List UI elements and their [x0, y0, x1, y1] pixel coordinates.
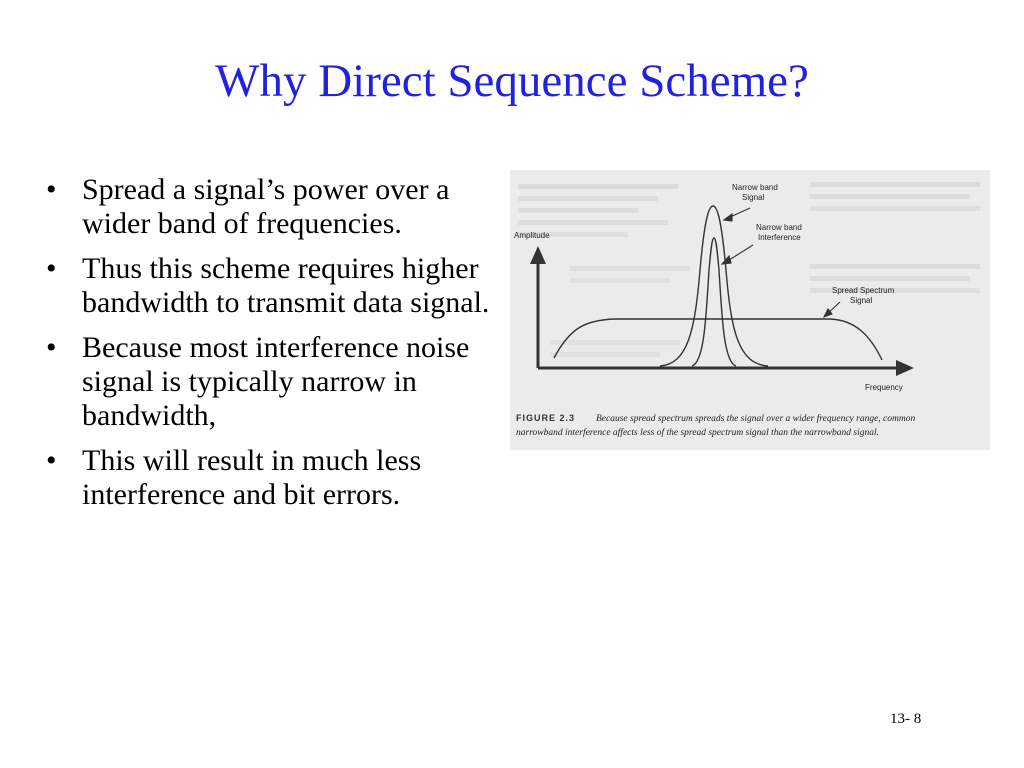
label-pointers [720, 207, 841, 319]
figure-caption-number: FIGURE 2.3 [516, 413, 575, 423]
narrowband-signal-label-line2: Signal [742, 193, 764, 202]
bullet-dot-icon: • [46, 444, 57, 477]
interference-label-line2: Interference [758, 233, 801, 242]
narrowband-interference-curve [691, 237, 737, 367]
bullet-dot-icon: • [46, 331, 57, 364]
bullet-dot-icon: • [46, 252, 57, 285]
spread-spectrum-figure: Amplitude Frequency Narrow band Signal N… [510, 170, 990, 450]
spread-spectrum-curve [553, 318, 883, 361]
slide-title: Why Direct Sequence Scheme? [215, 55, 809, 107]
figure-caption-line2: narrowband interference affects less of … [516, 427, 879, 438]
scan-bleed-through [518, 182, 980, 357]
interference-label-line1: Narrow band [756, 223, 802, 232]
spectrum-diagram: Amplitude Frequency Narrow band Signal N… [514, 182, 980, 438]
y-axis-label: Amplitude [514, 231, 550, 240]
narrowband-signal-curve [659, 205, 769, 367]
narrowband-signal-label-line1: Narrow band [732, 183, 778, 192]
bullet-item: • Spread a signal’s power over a wider b… [44, 173, 514, 241]
spread-spectrum-label-line1: Spread Spectrum [832, 286, 895, 295]
figure-caption-line1: Because spread spectrum spreads the sign… [596, 413, 915, 424]
spread-spectrum-label-line2: Signal [850, 296, 872, 305]
bullet-item: • Thus this scheme requires higher bandw… [44, 252, 514, 320]
bullet-text: Thus this scheme requires higher bandwid… [82, 252, 490, 319]
bullet-item: • This will result in much less interfer… [44, 444, 514, 512]
bullet-item: • Because most interference noise signal… [44, 331, 514, 433]
x-axis-label: Frequency [865, 383, 903, 392]
signal-curves [553, 205, 883, 367]
bullet-text: Spread a signal’s power over a wider ban… [82, 173, 450, 240]
slide-number: 13- 8 [890, 711, 922, 727]
bullet-text: This will result in much less interferen… [82, 444, 422, 511]
axes [530, 246, 914, 376]
bullet-text: Because most interference noise signal i… [82, 331, 470, 432]
bullet-dot-icon: • [46, 173, 57, 206]
bullet-list: • Spread a signal’s power over a wider b… [44, 173, 514, 523]
